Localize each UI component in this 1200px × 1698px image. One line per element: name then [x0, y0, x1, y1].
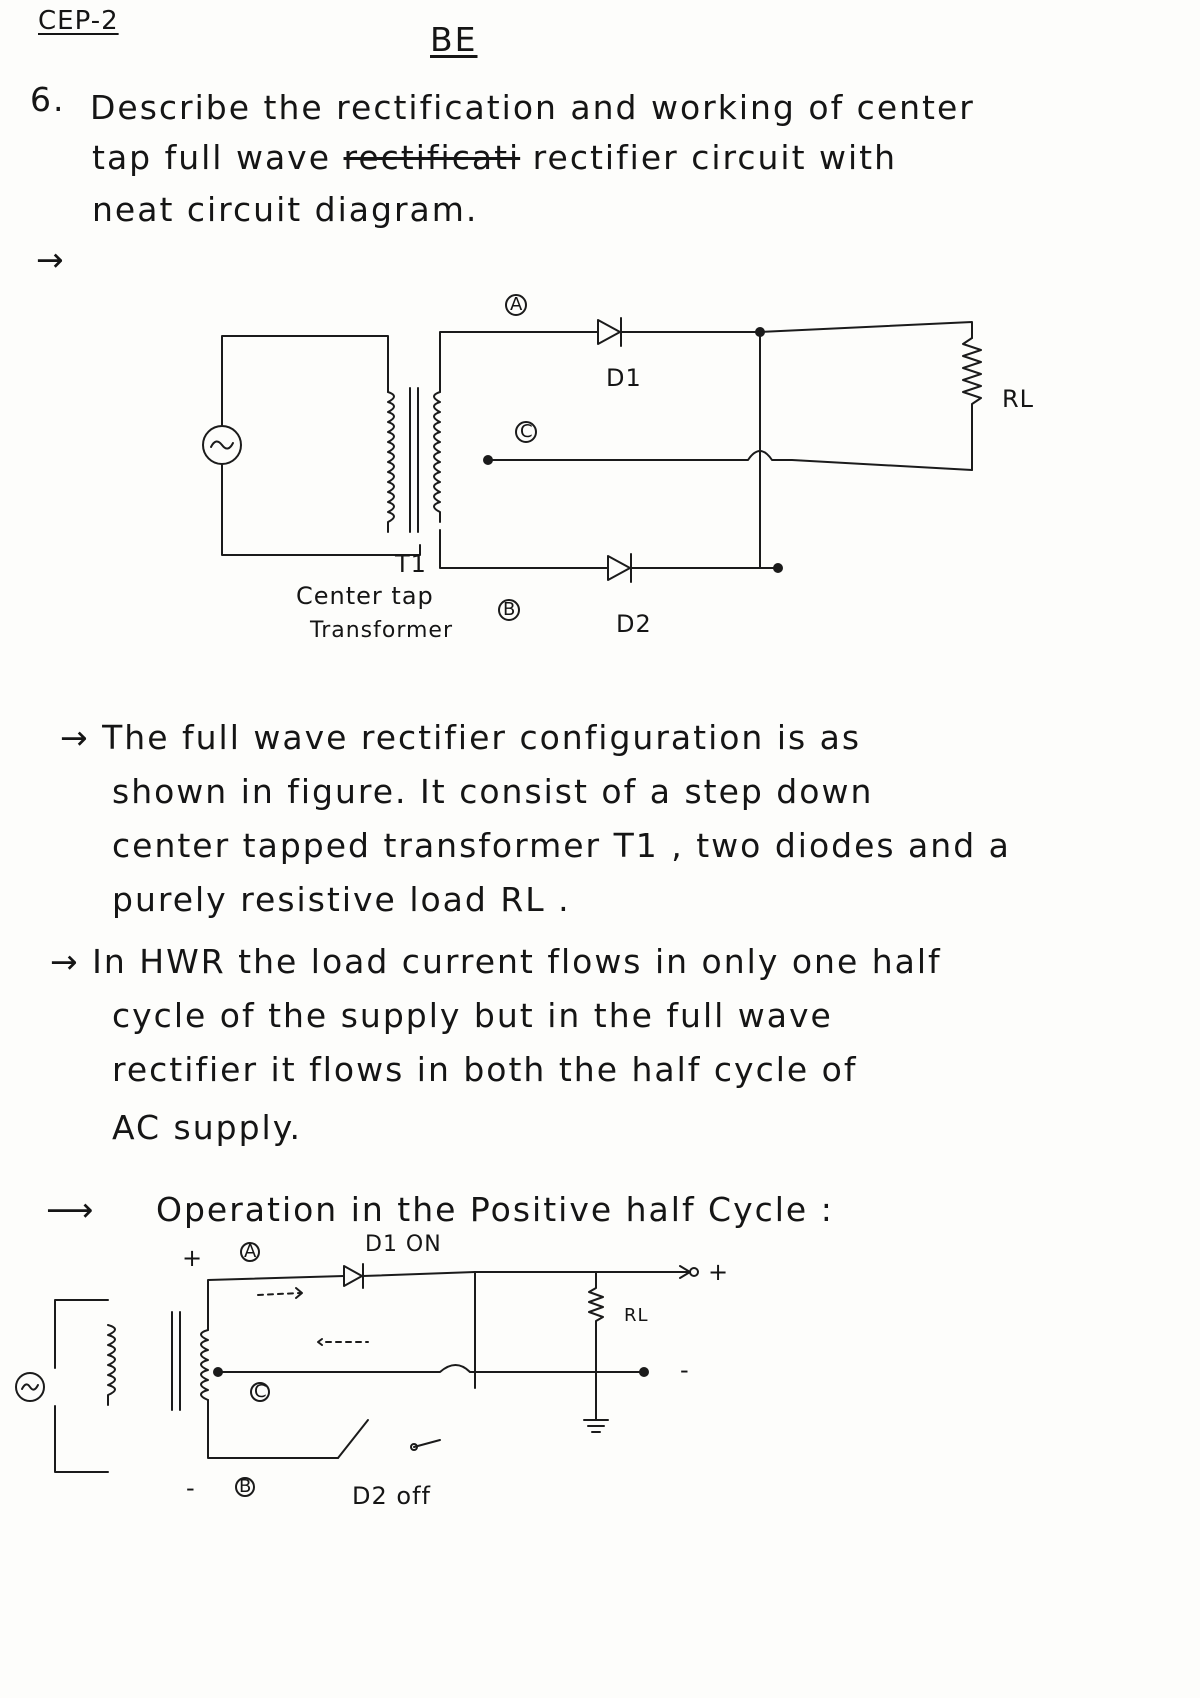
para2-line-3: rectifier it flows in both the half cycl…	[112, 1050, 858, 1089]
d2-node-a-label: A	[244, 1241, 258, 1262]
question-line-2-struck: rectificati	[343, 138, 521, 177]
para2-line-1: → In HWR the load current flows in only …	[50, 942, 942, 981]
node-a-label: A	[510, 294, 524, 315]
d1-label: D1	[606, 364, 642, 392]
d2-node-c-label: C	[254, 1381, 268, 1402]
question-line-1: Describe the rectification and working o…	[90, 88, 975, 127]
d2-secondary-coil	[201, 1330, 208, 1400]
d2-d1-on-label: D1 ON	[365, 1232, 442, 1257]
secondary-coil	[434, 392, 440, 522]
diagram-2-positive-half-cycle	[16, 1243, 698, 1496]
d2-plus-terminal	[690, 1268, 698, 1276]
top-junction-node	[756, 328, 764, 336]
answer-arrow: →	[36, 240, 66, 279]
page-code: CEP-2	[38, 6, 119, 36]
d2-minus-out: -	[680, 1356, 690, 1384]
d2-plus-left: +	[182, 1244, 204, 1272]
transformer-label-line-2: Transformer	[310, 618, 454, 643]
secondary-top-wire	[440, 332, 598, 392]
node-b-label: B	[503, 599, 517, 620]
d2-d2-off-label: D2 off	[352, 1482, 431, 1510]
diode-d1	[598, 320, 620, 344]
node-c-label: C	[520, 421, 534, 442]
d2-node-a-marker	[241, 1243, 259, 1261]
question-line-2-start: tap full wave	[92, 138, 332, 177]
para1-line-1: → The full wave rectifier configuration …	[60, 718, 862, 757]
para1-line-2: shown in figure. It consist of a step do…	[112, 772, 874, 811]
d2-current-arrowhead-top	[296, 1288, 302, 1298]
para1-line-3: center tapped transformer T1 , two diode…	[112, 826, 1011, 865]
d2-top-wire	[208, 1276, 344, 1330]
d2-current-arrow-top	[258, 1293, 300, 1295]
secondary-bottom-wire	[440, 530, 608, 568]
d2-node-c-marker	[251, 1383, 269, 1401]
section-heading: Operation in the Positive half Cycle :	[156, 1190, 834, 1229]
para2-line-2: cycle of the supply but in the full wave	[112, 996, 833, 1035]
d2-center-tap-wire	[218, 1365, 640, 1372]
question-number: 6.	[30, 80, 66, 119]
question-line-2: tap full wave rectificati rectifier circ…	[92, 138, 897, 177]
d2-ac-source-wave	[22, 1384, 38, 1389]
d2-plus-out: +	[708, 1258, 730, 1286]
question-line-3: neat circuit diagram.	[92, 190, 479, 229]
primary-coil	[388, 392, 394, 532]
para1-line-4: purely resistive load RL .	[112, 880, 571, 919]
node-b-marker	[499, 600, 519, 620]
d2-switch-wire	[414, 1440, 440, 1447]
d2-rl-label: RL	[624, 1305, 649, 1326]
d2-diode-d1	[344, 1266, 362, 1286]
ac-source-wave	[211, 441, 233, 448]
d2-open-switch	[338, 1420, 368, 1458]
rl-label: RL	[1002, 385, 1035, 413]
ac-source-symbol	[203, 426, 241, 464]
para2-line-4: AC supply.	[112, 1108, 303, 1147]
d2-d1-output-wire	[363, 1272, 690, 1276]
load-return-wire	[492, 451, 972, 470]
t1-label: T1	[395, 550, 427, 578]
node-c-marker	[516, 422, 536, 442]
d2-primary-loop-wire	[55, 1300, 108, 1472]
d2-load-resistor	[589, 1272, 603, 1420]
section-arrow: ⟶	[46, 1190, 96, 1229]
d1-to-output-wire	[621, 332, 760, 568]
subject-heading: BE	[430, 20, 478, 59]
d2-minus-terminal	[640, 1368, 648, 1376]
output-to-load-wire	[760, 322, 972, 338]
diode-d2	[608, 556, 630, 580]
center-tap-node	[484, 456, 492, 464]
diagram-1-center-tap-rectifier	[203, 295, 981, 620]
d2-bottom-wire	[208, 1400, 338, 1458]
node-a-marker	[506, 295, 526, 315]
d2-node-b-marker	[236, 1478, 254, 1496]
load-resistor	[963, 338, 981, 470]
d2-label: D2	[616, 610, 652, 638]
d2-node-b-label: B	[239, 1476, 253, 1497]
output-junction-node	[774, 564, 782, 572]
d2-primary-coil	[108, 1325, 115, 1405]
question-line-2-end: rectifier circuit with	[532, 138, 898, 177]
d2-ac-source-symbol	[16, 1373, 44, 1401]
transformer-label-line-1: Center tap	[296, 582, 434, 610]
d2-center-node	[214, 1368, 222, 1376]
primary-loop-wire	[222, 336, 420, 555]
d2-current-arrowhead-mid	[318, 1339, 322, 1345]
d2-minus-left: -	[186, 1474, 196, 1502]
